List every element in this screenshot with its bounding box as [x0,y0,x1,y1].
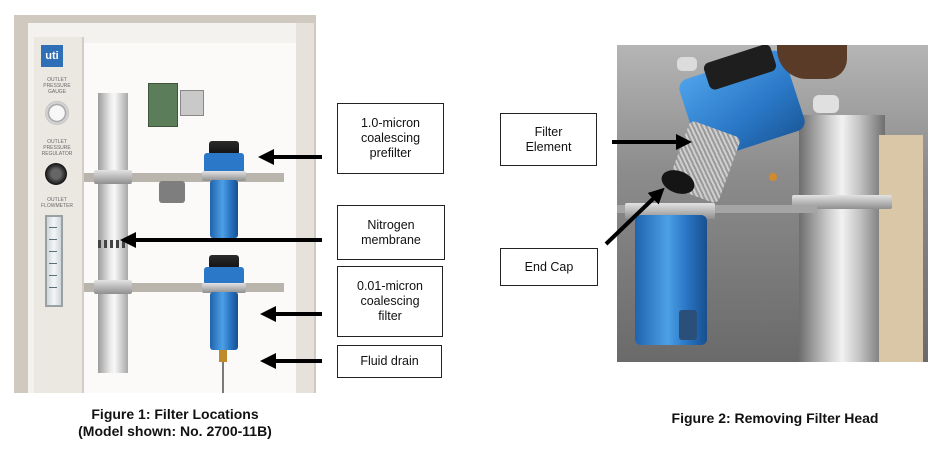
prefilter-bowl [210,180,238,238]
flowmeter-label-line: FLOWMETER [41,203,73,209]
gauge-label-line: OUTLET [47,77,67,83]
callout-line: membrane [361,232,421,247]
circuit-board [148,83,178,127]
lower-clamp [94,280,132,294]
figure2-photo [617,45,928,362]
filter-clamp [202,283,246,293]
pressure-switch [159,181,185,203]
callout-text: 1.0-micron coalescing prefilter [361,116,420,161]
filter-head [204,267,244,285]
fitting [769,173,777,181]
pressure-gauge [45,101,69,125]
membrane-arrow-marks [98,240,128,248]
callout-line: Nitrogen [367,217,415,232]
arrow-end-cap [604,187,665,246]
caption-line: (Model shown: No. 2700-11B) [78,423,272,439]
callout-line: Element [525,139,572,154]
regulator-label: OUTLET PRESSURE REGULATOR [36,139,78,157]
uti-logo: uti [41,45,63,67]
gauge-label: OUTLET PRESSURE GAUGE [36,77,78,95]
cabinet-door-edge [296,23,314,393]
housing-clamp [792,195,892,209]
flowmeter-tick [49,227,57,228]
gauge-label-line: GAUGE [47,89,67,95]
flowmeter-tick [49,251,57,252]
flowmeter-tick [49,275,57,276]
callout-line: Filter [534,124,563,139]
regulator-label-line: OUTLET [47,139,67,145]
prefilter-head-cap [209,141,239,155]
filter-bowl [210,292,238,350]
callout-line: 1.0-micron [360,116,421,130]
callout-filter-element: Filter Element [500,113,597,166]
regulator-knob [45,163,67,185]
callout-line: prefilter [369,146,412,160]
bowl-sight-window [679,310,697,340]
aluminum-housing [799,115,885,362]
hand [777,45,847,79]
prefilter-clamp [202,171,246,181]
callout-line: 0.01-micron [357,279,423,293]
callout-line: Fluid drain [360,354,419,368]
callout-prefilter: 1.0-micron coalescing prefilter [337,103,444,174]
callout-line: filter [378,309,402,323]
callout-line: coalescing [360,131,421,145]
elbow-fitting [813,95,839,113]
flowmeter-tick [49,287,57,288]
callout-filter: 0.01-micron coalescing filter [337,266,443,337]
caption-line: Figure 1: Filter Locations [91,406,259,422]
callout-text: Nitrogen membrane [361,218,421,248]
drain-line [222,362,224,393]
flowmeter-tick [49,239,57,240]
callout-text: Filter Element [526,125,572,155]
logo-text: uti [45,50,59,62]
callout-drain: Fluid drain [337,345,442,378]
callout-line: End Cap [524,259,574,274]
regulator-label-line: REGULATOR [41,151,73,157]
lower-rail [84,283,284,292]
tube-fitting [677,57,697,71]
callout-line: coalescing [360,294,420,308]
callout-text: 0.01-micron coalescing filter [357,279,423,324]
figure1-caption: Figure 1: Filter Locations (Model shown:… [40,406,310,440]
flowmeter [45,215,63,307]
flowmeter-tick [49,263,57,264]
figure2-caption: Figure 2: Removing Filter Head [671,410,879,426]
figure1-photo: uti OUTLET PRESSURE GAUGE OUTLET PRESSUR… [14,15,316,393]
callout-membrane: Nitrogen membrane [337,205,445,260]
mount-rail [617,205,817,213]
upper-clamp [94,170,132,184]
callout-end-cap: End Cap [500,248,598,286]
terminal-block [180,90,204,116]
flowmeter-label: OUTLET FLOWMETER [36,197,78,209]
gauge-label-line: PRESSURE [43,83,71,89]
prefilter-head [204,153,244,173]
housing-label [879,135,923,362]
filter-head-cap [209,255,239,269]
upper-rail [84,173,284,182]
regulator-label-line: PRESSURE [43,145,71,151]
flowmeter-label-line: OUTLET [47,197,67,203]
fluid-drain-valve [219,350,227,362]
